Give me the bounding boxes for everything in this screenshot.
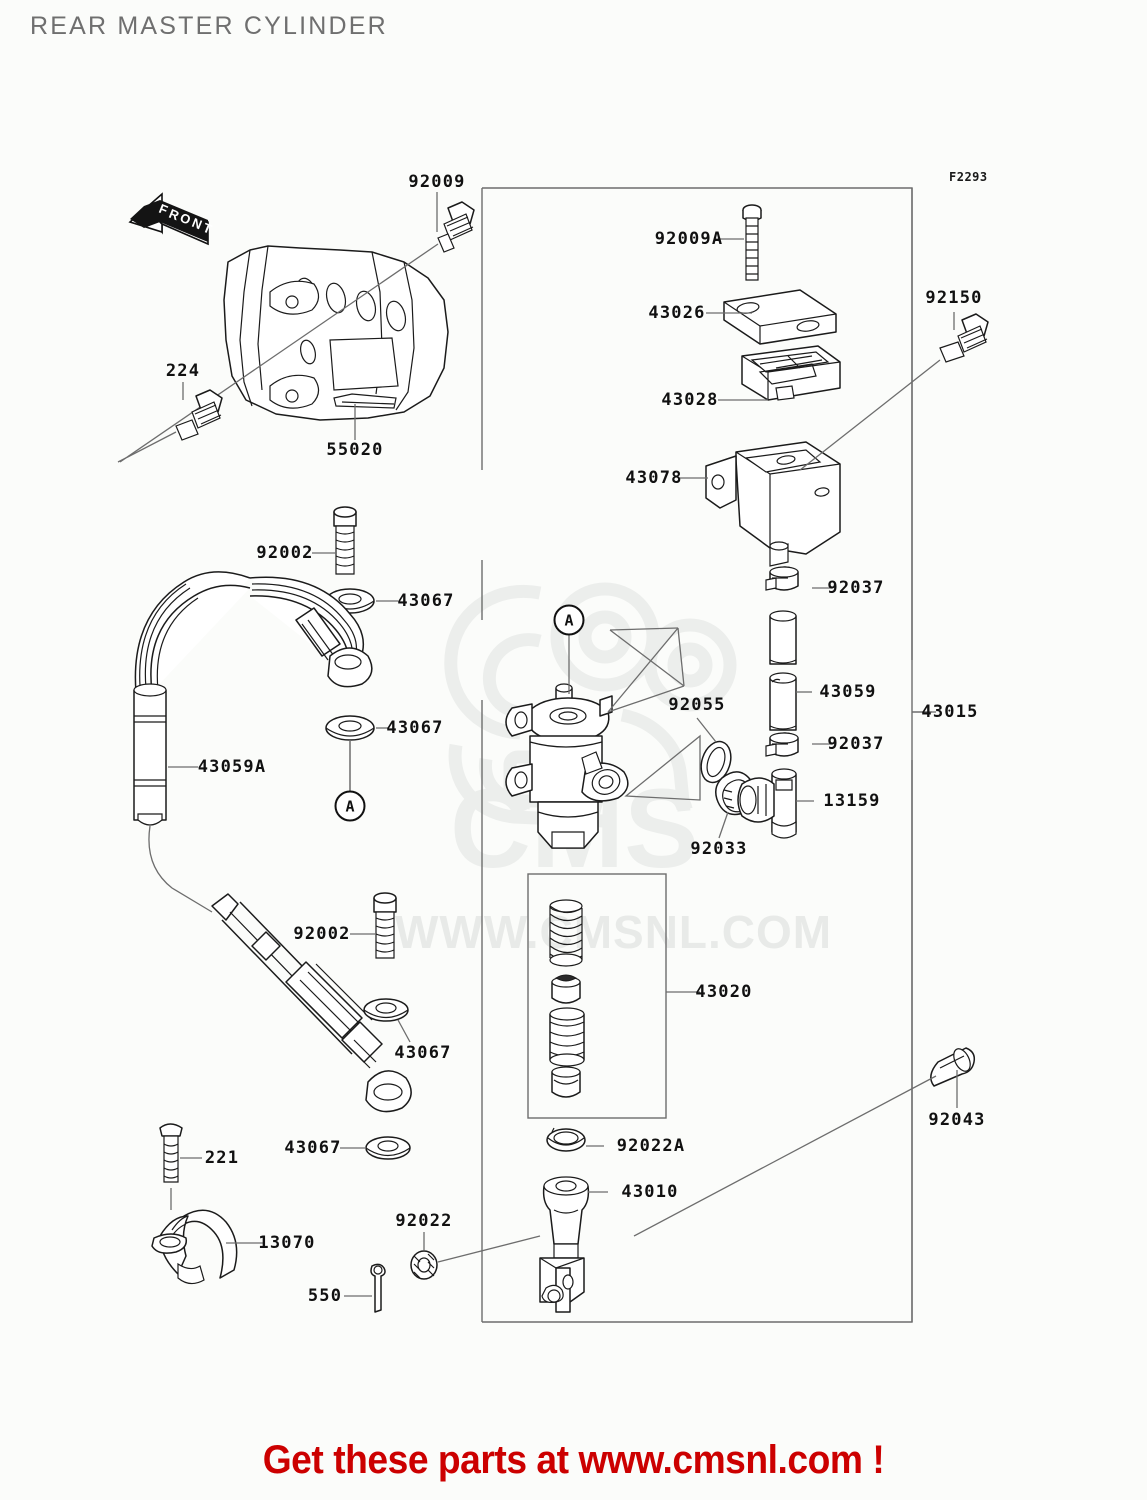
tube-upper [769, 610, 797, 665]
part-92055 [700, 740, 732, 784]
part-label-92022: 92022 [395, 1211, 453, 1231]
part-label-92009: 92009 [408, 172, 466, 192]
part-label-92055: 92055 [668, 695, 726, 715]
part-550 [370, 1263, 386, 1313]
part-label-43020: 43020 [695, 982, 753, 1002]
part-92043 [930, 1047, 976, 1087]
part-label-43067-lower: 43067 [394, 1043, 452, 1063]
part-label-550: 550 [307, 1286, 343, 1306]
part-label-43067-mid: 43067 [386, 718, 444, 738]
part-label-43015: 43015 [921, 702, 979, 722]
part-43010 [539, 1176, 590, 1313]
part-master-cylinder-body [505, 683, 629, 849]
part-label-92037-upper: 92037 [827, 578, 885, 598]
part-43067-lower [363, 998, 409, 1022]
page-title: REAR MASTER CYLINDER [30, 12, 388, 40]
part-label-13070: 13070 [258, 1233, 316, 1253]
part-label-43059: 43059 [819, 682, 877, 702]
part-label-92009A: 92009A [654, 229, 724, 249]
part-43078 [705, 441, 841, 567]
part-221 [159, 1123, 183, 1183]
part-label-13159: 13159 [823, 791, 881, 811]
part-label-221: 221 [204, 1148, 240, 1168]
part-label-43028: 43028 [661, 390, 719, 410]
part-92037-lower [765, 732, 799, 757]
part-label-43067-bottom: 43067 [284, 1138, 342, 1158]
part-label-92002-lower: 92002 [293, 924, 351, 944]
part-label-43026: 43026 [648, 303, 706, 323]
part-label-43078: 43078 [625, 468, 683, 488]
reference-marker-a-top: A [553, 604, 585, 636]
part-43059 [769, 672, 797, 731]
part-label-55020: 55020 [326, 440, 384, 460]
front-arrow-badge: F R O N T [124, 186, 216, 272]
part-43059A [133, 571, 373, 913]
part-label-43010: 43010 [621, 1182, 679, 1202]
reference-marker-a-bottom: A [334, 790, 366, 822]
part-43026 [723, 289, 837, 345]
part-label-92150: 92150 [925, 288, 983, 308]
part-13070 [151, 1209, 238, 1285]
figure-code: F2293 [949, 170, 988, 184]
part-92009 [437, 201, 475, 253]
part-92022 [410, 1250, 438, 1280]
part-43028 [741, 345, 841, 401]
part-label-92033: 92033 [690, 839, 748, 859]
part-label-92002-upper: 92002 [256, 543, 314, 563]
part-13159 [737, 768, 797, 839]
part-label-43067-upper: 43067 [397, 591, 455, 611]
part-224 [175, 389, 223, 441]
part-43059A-lower [211, 893, 412, 1113]
part-55020 [223, 245, 449, 421]
part-label-92037-lower: 92037 [827, 734, 885, 754]
part-43067-mid [325, 715, 375, 741]
part-92002-upper [333, 506, 357, 575]
part-92022A [546, 1127, 586, 1152]
part-label-224: 224 [165, 361, 201, 381]
part-label-92022A: 92022A [616, 1136, 686, 1156]
part-92037-top [765, 566, 799, 591]
part-92009A [742, 204, 762, 281]
part-92150 [939, 313, 989, 363]
footer-promo-text: Get these parts at www.cmsnl.com ! [262, 1438, 885, 1482]
part-label-43059A: 43059A [197, 757, 267, 777]
part-43020 [527, 873, 667, 1119]
part-92002-lower [373, 892, 397, 959]
part-label-92043: 92043 [928, 1110, 986, 1130]
part-43067-bottom [365, 1136, 411, 1160]
